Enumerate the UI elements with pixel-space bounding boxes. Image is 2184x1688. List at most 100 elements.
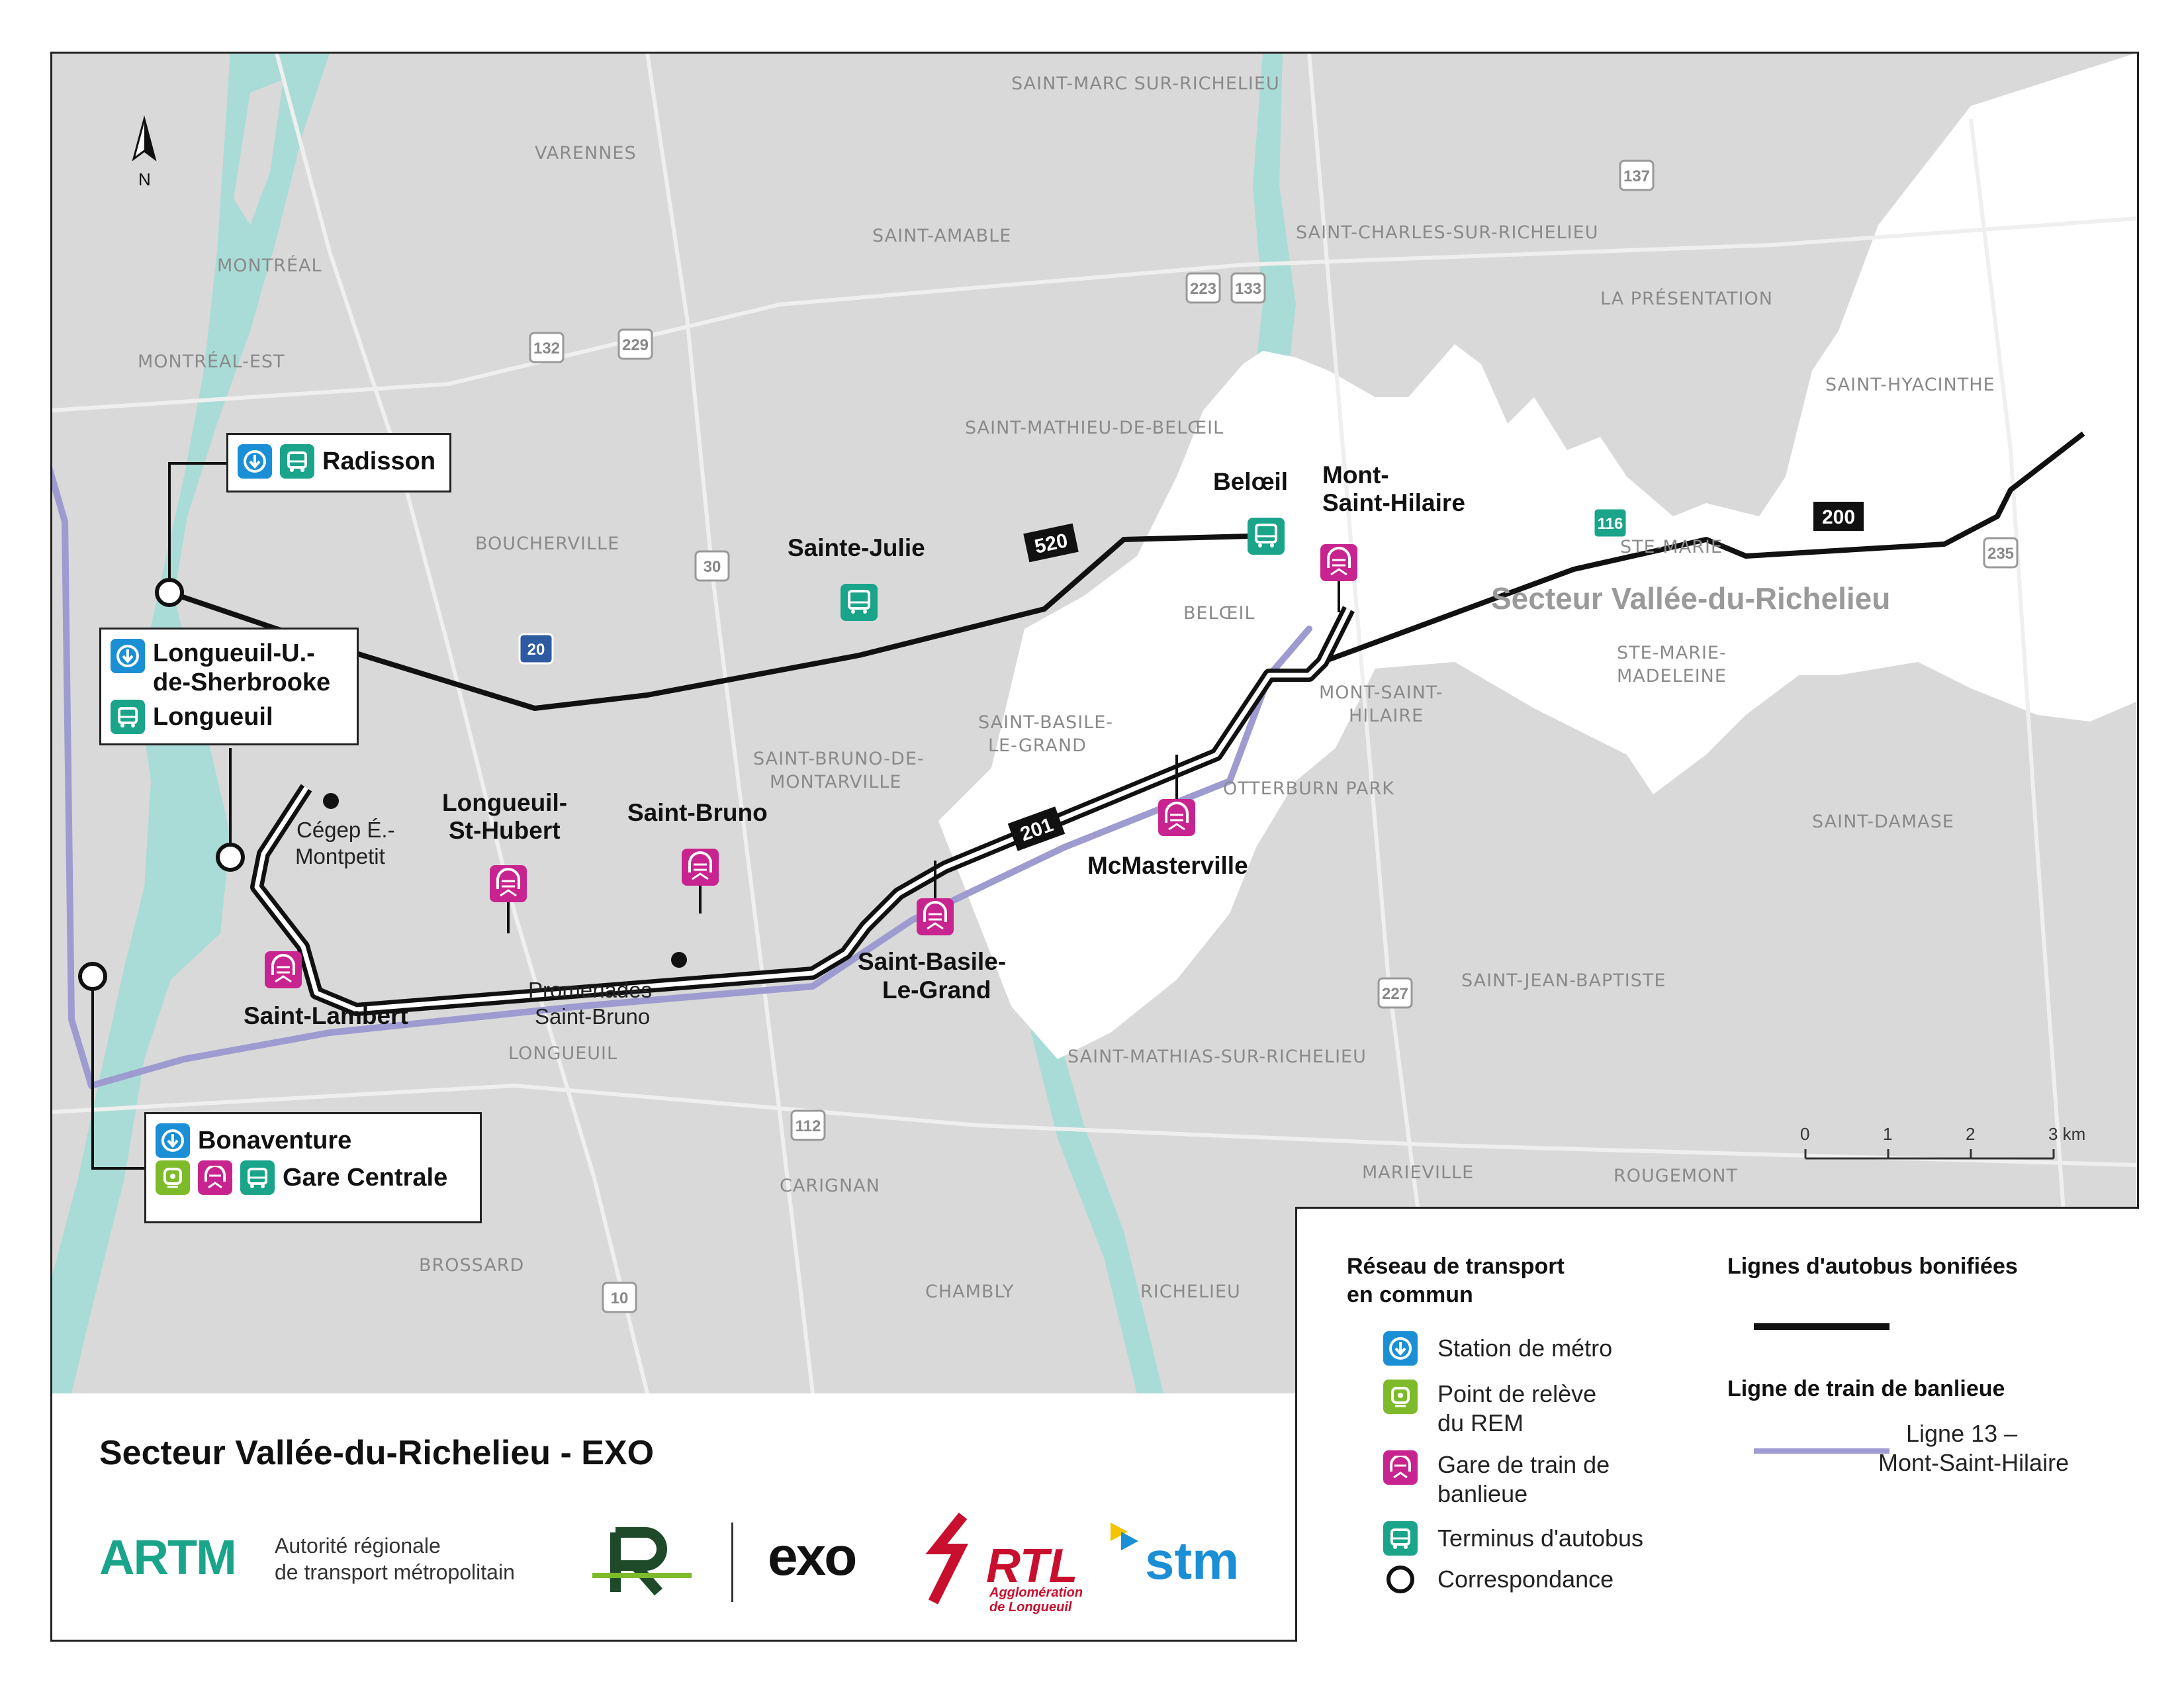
label-sbg-1: Saint-Basile- <box>858 948 1006 975</box>
bus-line-201-inner <box>254 608 1351 1012</box>
place-saint-damase: SAINT-DAMASE <box>1812 812 1954 832</box>
shield-133: 133 <box>1235 280 1261 298</box>
place-la-presentation: LA PRÉSENTATION <box>1600 288 1773 309</box>
train-icon <box>1383 1450 1418 1485</box>
stm-logo: stm <box>1145 1531 1240 1590</box>
legend-train-line-swatch <box>1754 1448 1889 1454</box>
place-saint-mathias: SAINT-MATHIAS-SUR-RICHELIEU <box>1068 1047 1367 1067</box>
route-label-200: 200 <box>1813 502 1864 531</box>
place-sbg-2: LE-GRAND <box>988 735 1087 756</box>
svg-text:1: 1 <box>1883 1124 1892 1144</box>
label-saint-bruno: Saint-Bruno <box>627 799 768 826</box>
place-varennes: VARENNES <box>535 143 637 164</box>
place-rougemont: ROUGEMONT <box>1614 1166 1738 1186</box>
legend-item-rem: Point de relève du REM <box>1383 1380 1596 1438</box>
place-sbm-2: MONTARVILLE <box>770 772 901 792</box>
bus-icon <box>1383 1521 1418 1556</box>
artm-desc-line-1: Autorité régionale <box>275 1534 441 1558</box>
rem-logo-icon <box>592 1527 692 1596</box>
callout-longueuil-metro-1: Longueuil-U.- <box>153 639 315 667</box>
place-saint-marc: SAINT-MARC SUR-RICHELIEU <box>1011 73 1280 94</box>
artm-desc-line-2: de transport métropolitain <box>275 1560 515 1584</box>
rtl-sub-line-2: de Longueuil <box>989 1600 1072 1615</box>
label-lsh-2: St-Hubert <box>449 817 561 844</box>
rtl-logo-subtitle: Agglomération de Longueuil <box>989 1585 1083 1615</box>
legend-transit-heading-2: en commun <box>1347 1282 1473 1307</box>
logo-separator <box>731 1523 733 1602</box>
place-montreal-est: MONTRÉAL-EST <box>138 351 285 372</box>
cegep-dot <box>323 793 339 809</box>
legend-line13-label-2: Mont-Saint-Hilaire <box>1878 1449 2070 1476</box>
artm-logo: ARTM <box>99 1530 237 1585</box>
bus-icon <box>280 444 314 479</box>
rem-icon <box>156 1160 190 1195</box>
legend-item-metro: Station de métro <box>1383 1331 1612 1366</box>
place-richelieu: RICHELIEU <box>1140 1282 1241 1302</box>
callout-longueuil-metro-2: de-Sherbrooke <box>153 669 331 696</box>
shield-10: 10 <box>611 1289 629 1307</box>
bus-icon <box>240 1160 275 1195</box>
rtl-logo: RTL <box>986 1540 1078 1593</box>
legend-line13-label-1: Ligne 13 – <box>1906 1420 2018 1447</box>
metro-icon <box>156 1123 190 1158</box>
route-label-201: 201 <box>1007 806 1066 851</box>
route-label-520: 520 <box>1023 523 1079 563</box>
place-ste-marie: STE-MARIE <box>1620 537 1723 557</box>
legend-rem-label-1: Point de relève <box>1437 1380 1597 1407</box>
sector-label: Secteur Vallée-du-Richelieu <box>1491 581 1890 616</box>
legend-train-label-2: banlieue <box>1437 1480 1528 1507</box>
metro-icon <box>1383 1331 1418 1366</box>
highway-shields: 132 229 30 20 223 133 137 116 235 227 11… <box>518 160 2019 1313</box>
place-brossard: BROSSARD <box>419 1255 524 1276</box>
legend-item-train: Gare de train de banlieue <box>1383 1450 1610 1509</box>
legend-metro-label: Station de métro <box>1437 1335 1613 1362</box>
label-msh-1: Mont- <box>1322 461 1389 489</box>
legend-train-label-1: Gare de train de <box>1437 1451 1610 1478</box>
place-saint-jean-baptiste: SAINT-JEAN-BAPTISTE <box>1461 970 1666 991</box>
svg-text:0: 0 <box>1800 1124 1809 1144</box>
legend-rem-label-2: du REM <box>1437 1409 1524 1436</box>
north-label: N <box>138 169 151 189</box>
bus-icon <box>111 700 145 734</box>
label-promenades-2: Saint-Bruno <box>535 1004 650 1029</box>
place-carignan: CARIGNAN <box>780 1176 880 1196</box>
place-sbm-1: SAINT-BRUNO-DE- <box>753 749 925 769</box>
label-beloeil: Belœil <box>1213 468 1288 495</box>
exo-logo: exo <box>768 1526 857 1587</box>
place-saint-amable: SAINT-AMABLE <box>872 226 1011 246</box>
legend-train-heading: Ligne de train de banlieue <box>1727 1376 2005 1401</box>
shield-112: 112 <box>796 1117 821 1135</box>
legend-item-bus: Terminus d'autobus <box>1383 1521 1643 1556</box>
place-boucherville: BOUCHERVILLE <box>475 534 619 554</box>
label-lsh-1: Longueuil- <box>442 789 567 816</box>
metro-icon <box>111 639 145 673</box>
place-ste-marie-madeleine-1: STE-MARIE- <box>1617 643 1727 663</box>
stm-logo-icon <box>1111 1523 1138 1550</box>
legend-bus-heading: Lignes d'autobus bonifiées <box>1727 1254 2018 1279</box>
place-beloeil: BELŒIL <box>1183 603 1255 624</box>
label-cegep-1: Cégep É.- <box>296 818 395 842</box>
shield-229: 229 <box>622 336 649 354</box>
place-chambly: CHAMBLY <box>925 1282 1014 1302</box>
callout-radisson-name: Radisson <box>322 447 436 475</box>
scale-bar: 0 1 2 3 km <box>1800 1124 2085 1160</box>
train-icon <box>198 1160 232 1195</box>
artm-description: Autorité régionale de transport métropol… <box>275 1532 515 1585</box>
place-saint-mathieu: SAINT-MATHIEU-DE-BELŒIL <box>965 418 1224 438</box>
label-saint-lambert: Saint-Lambert <box>244 1002 408 1029</box>
svg-text:3 km: 3 km <box>2048 1124 2085 1144</box>
shield-235: 235 <box>1987 545 2014 563</box>
rtl-logo-icon <box>925 1513 968 1605</box>
legend-correspondance-label: Correspondance <box>1437 1566 1614 1593</box>
place-saint-charles: SAINT-CHARLES-SUR-RICHELIEU <box>1296 222 1598 243</box>
shield-20: 20 <box>527 641 545 659</box>
station-labels: Belœil Mont- Saint-Hilaire Sainte-Julie … <box>244 461 1465 1029</box>
shield-227: 227 <box>1382 985 1408 1003</box>
legend-bus-line-swatch <box>1754 1323 1889 1330</box>
rem-icon <box>1383 1380 1418 1414</box>
label-msh-2: Saint-Hilaire <box>1322 489 1465 516</box>
place-labels: SAINT-MARC SUR-RICHELIEU VARENNES SAINT-… <box>138 73 1995 1302</box>
map-frame <box>50 52 2139 1642</box>
north-arrow-icon: N <box>132 115 157 189</box>
train-line-13 <box>52 464 1312 1089</box>
